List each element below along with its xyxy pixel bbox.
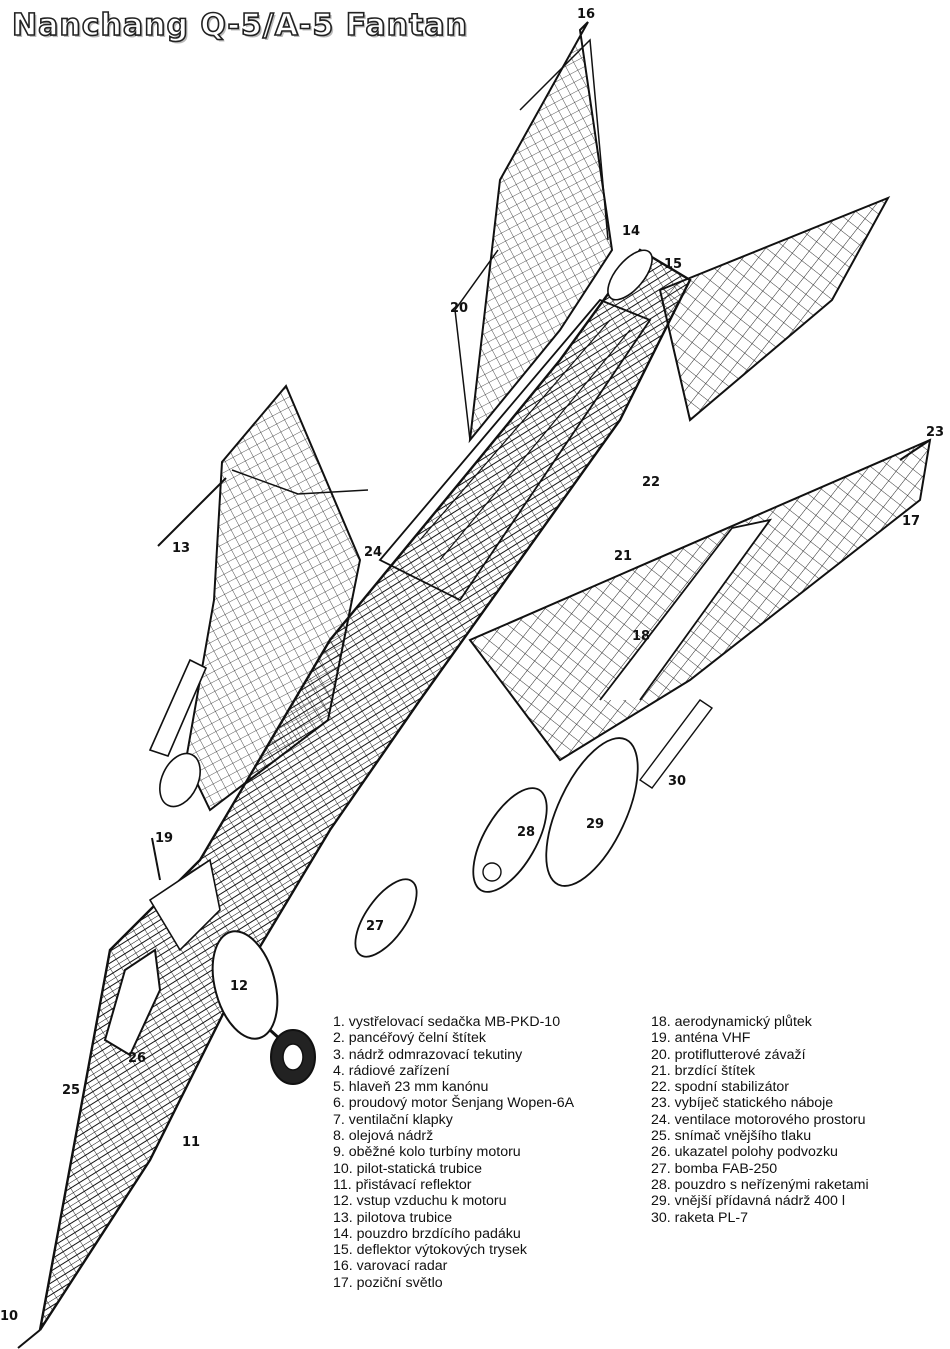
legend-item: 20. protiflutterové závaží — [651, 1046, 806, 1063]
legend-item: 22. spodní stabilizátor — [651, 1079, 790, 1096]
legend-item: 12. vstup vzduchu k motoru — [333, 1193, 507, 1210]
right-wing — [468, 438, 932, 762]
legend-item: 13. pilotova trubice — [333, 1209, 453, 1226]
callout-13: 13 — [172, 541, 190, 556]
external-stores — [354, 699, 714, 958]
callout-labels: 16 14 15 20 22 23 17 13 24 21 18 30 29 2… — [0, 7, 944, 1324]
legend-item: 11. přistávací reflektor — [333, 1176, 472, 1193]
callout-22: 22 — [642, 475, 660, 490]
legend-item: 17. poziční světlo — [333, 1274, 443, 1291]
callout-20: 20 — [450, 301, 468, 316]
legend-item: 19. anténa VHF — [651, 1030, 751, 1047]
legend-item: 25. snímač vnějšího tlaku — [651, 1128, 812, 1145]
callout-19: 19 — [155, 831, 173, 846]
right-stabilizer — [658, 196, 891, 422]
legend-item: 23. vybíječ statického náboje — [651, 1095, 834, 1112]
callout-27: 27 — [366, 919, 384, 934]
legend-item: 4. rádiové zařízení — [333, 1062, 450, 1079]
callout-24: 24 — [364, 545, 382, 560]
callout-25: 25 — [62, 1083, 80, 1098]
legend-item: 28. pouzdro s neřízenými raketami — [651, 1176, 869, 1193]
callout-26: 26 — [128, 1051, 146, 1066]
vertical-tail — [454, 21, 614, 444]
legend-item: 6. proudový motor Šenjang Wopen-6A — [333, 1095, 575, 1112]
legend-item: 15. deflektor výtokových trysek — [333, 1242, 527, 1259]
legend-item: 5. hlaveň 23 mm kanónu — [333, 1079, 489, 1096]
callout-28: 28 — [517, 825, 535, 840]
legend-item: 18. aerodynamický plůtek — [651, 1014, 812, 1030]
legend-item: 7. ventilační klapky — [333, 1111, 453, 1128]
callout-12: 12 — [230, 979, 248, 994]
callout-30: 30 — [668, 774, 686, 789]
legend-item: 3. nádrž odmrazovací tekutiny — [333, 1046, 523, 1063]
callout-15: 15 — [664, 257, 682, 272]
callout-14: 14 — [622, 224, 640, 239]
legend-item: 27. bomba FAB-250 — [651, 1160, 778, 1177]
nose-landing-gear — [268, 1028, 316, 1085]
callout-18: 18 — [632, 629, 650, 644]
legend-item: 9. oběžné kolo turbíny motoru — [333, 1144, 521, 1161]
callout-21: 21 — [614, 549, 632, 564]
legend-item: 1. vystřelovací sedačka MB-PKD-10 — [333, 1014, 561, 1030]
callout-17: 17 — [902, 514, 920, 529]
callout-16: 16 — [577, 7, 595, 22]
legend-item: 26. ukazatel polohy podvozku — [651, 1144, 838, 1161]
legend-item: 14. pouzdro brzdícího padáku — [333, 1225, 521, 1242]
legend-item: 24. ventilace motorového prostoru — [651, 1111, 866, 1128]
legend-item: 21. brzdící štítek — [651, 1062, 756, 1079]
callout-29: 29 — [586, 817, 604, 832]
callout-23: 23 — [926, 425, 944, 440]
fuselage — [17, 248, 692, 1349]
legend-item: 16. varovací radar — [333, 1258, 448, 1275]
legend-item: 8. olejová nádrž — [333, 1128, 434, 1145]
callout-11: 11 — [182, 1135, 200, 1150]
legend-list-left: 1. vystřelovací sedačka MB-PKD-10 2. pan… — [333, 1014, 574, 1291]
legend-item: 29. vnější přídavná nádrž 400 l — [651, 1193, 846, 1210]
callout-10: 10 — [0, 1309, 18, 1324]
legend-item: 2. pancéřový čelní štítek — [333, 1030, 486, 1047]
diagram-title: Nanchang Q-5/A-5 Fantan — [11, 7, 468, 44]
legend-list-right: 18. aerodynamický plůtek 19. anténa VHF … — [651, 1014, 869, 1226]
legend-item: 30. raketa PL-7 — [651, 1209, 749, 1226]
legend-item: 10. pilot-statická trubice — [333, 1160, 483, 1177]
